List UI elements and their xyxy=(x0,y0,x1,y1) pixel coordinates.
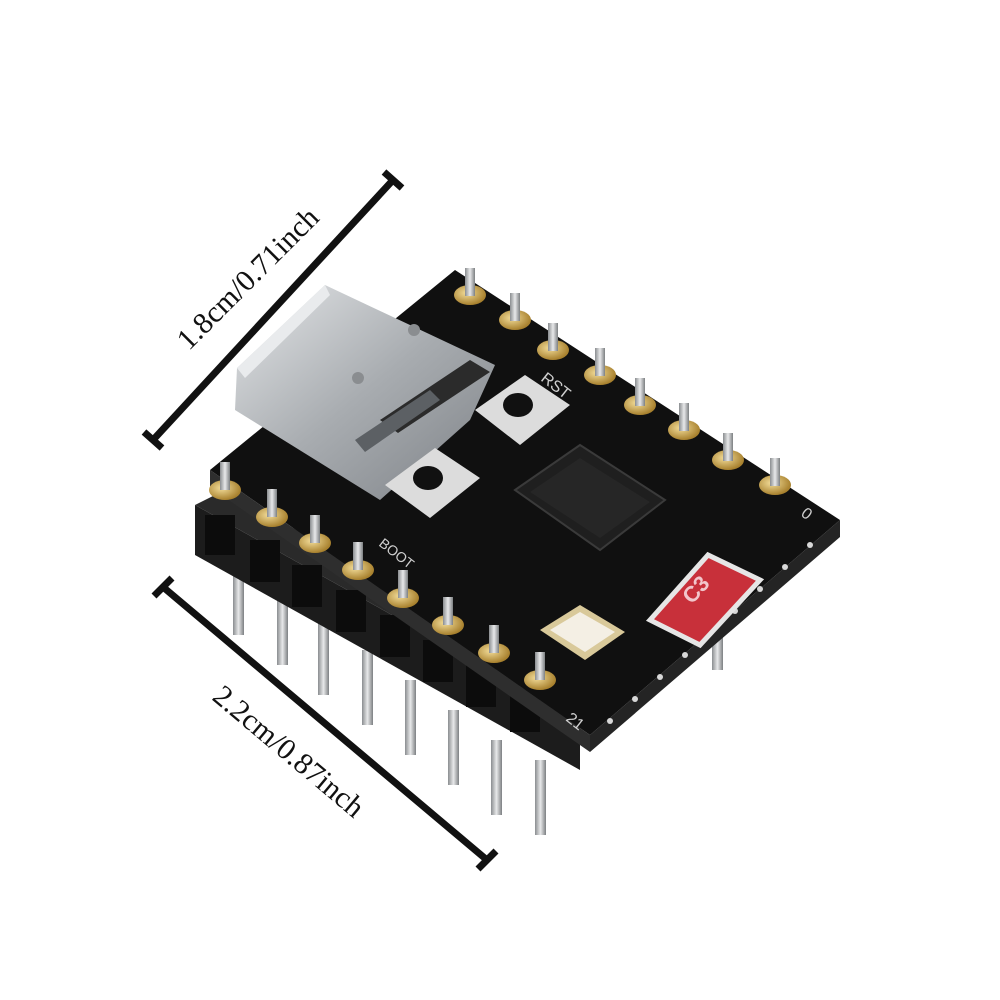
esp32-c3-chip xyxy=(513,443,667,552)
c3-label-component: C3 xyxy=(645,551,765,649)
usb-c-connector xyxy=(235,285,495,500)
crystal-oscillator xyxy=(540,605,625,660)
bottom-pin-row xyxy=(209,462,556,690)
dimension-line-length xyxy=(151,575,499,872)
boot-button xyxy=(385,448,480,518)
rst-button xyxy=(475,375,570,445)
dimension-line-width xyxy=(141,169,405,451)
top-pin-row xyxy=(454,268,791,495)
pin-legs xyxy=(233,560,723,835)
